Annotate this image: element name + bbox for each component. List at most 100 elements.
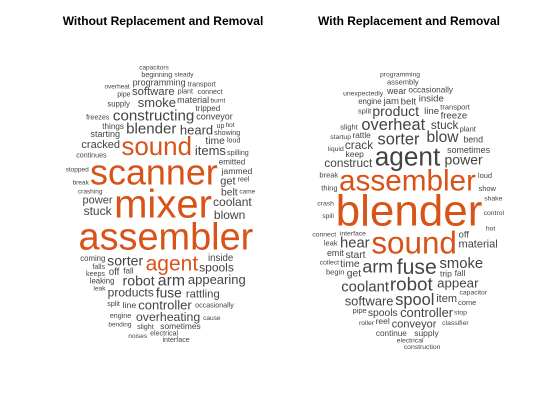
cloud-word-crack: crack bbox=[345, 138, 373, 152]
cloud-word-showing: showing bbox=[214, 129, 240, 137]
cloud-word-freezes: freezes bbox=[86, 114, 110, 122]
cloud-word-capacitor: capacitor bbox=[460, 289, 488, 296]
cloud-word-software: software bbox=[132, 86, 175, 98]
cloud-word-assembler: assembler bbox=[79, 216, 254, 258]
cloud-word-conveyor: conveyor bbox=[392, 319, 437, 331]
cloud-word-constructing: constructing bbox=[113, 107, 194, 124]
cloud-word-electrical: electrical bbox=[150, 330, 178, 338]
cloud-word-product: product bbox=[372, 103, 419, 119]
cloud-word-fall: fall bbox=[455, 268, 466, 278]
cloud-word-construct: construct bbox=[324, 156, 373, 170]
cloud-word-scanner: scanner bbox=[90, 153, 218, 193]
cloud-word-programming: programming bbox=[133, 78, 186, 88]
cloud-word-break: break bbox=[73, 179, 90, 186]
cloud-word-reel: reel bbox=[376, 316, 390, 326]
cloud-word-appearing: appearing bbox=[188, 272, 246, 287]
cloud-word-classifier: classifier bbox=[442, 320, 469, 327]
cloud-word-controller: controller bbox=[400, 305, 454, 320]
cloud-word-hot: hot bbox=[486, 225, 496, 232]
cloud-word-pipe: pipe bbox=[353, 306, 367, 315]
cloud-word-occasionally: occasionally bbox=[195, 301, 234, 309]
cloud-word-fuse: fuse bbox=[156, 285, 182, 300]
cloud-word-crash: crash bbox=[317, 201, 334, 208]
cloud-word-sometimes: sometimes bbox=[447, 145, 490, 155]
cloud-word-leaking: leaking bbox=[90, 276, 115, 285]
cloud-word-overheating: overheating bbox=[136, 310, 200, 324]
cloud-word-agent: agent bbox=[146, 253, 199, 276]
cloud-word-steady: steady bbox=[174, 71, 194, 78]
cloud-word-sorter: sorter bbox=[378, 130, 420, 148]
cloud-word-falls: falls bbox=[92, 263, 105, 271]
cloud-word-thing: thing bbox=[321, 184, 337, 193]
cloud-word-sometimes: sometimes bbox=[160, 321, 201, 331]
cloud-word-time: time bbox=[340, 259, 360, 270]
cloud-word-blender: blender bbox=[126, 120, 176, 137]
cloud-word-line: line bbox=[123, 300, 137, 310]
cloud-word-material: material bbox=[459, 239, 498, 251]
cloud-word-inside: inside bbox=[419, 93, 444, 104]
cloud-word-spools: spools bbox=[199, 260, 234, 274]
cloud-word-item: item bbox=[436, 293, 457, 305]
cloud-word-starting: starting bbox=[91, 129, 121, 139]
cloud-word-start: start bbox=[345, 250, 365, 261]
cloud-word-get: get bbox=[347, 269, 361, 280]
cloud-word-coolant: coolant bbox=[341, 279, 389, 295]
cloud-word-smoke: smoke bbox=[440, 256, 484, 272]
cloud-word-loud: loud bbox=[227, 137, 240, 145]
cloud-word-spool: spool bbox=[395, 291, 434, 309]
cloud-word-loud: loud bbox=[478, 171, 492, 180]
cloud-word-conveyor: conveyor bbox=[196, 112, 233, 122]
cloud-word-products: products bbox=[108, 285, 154, 299]
cloud-word-things: things bbox=[102, 122, 124, 131]
cloud-word-coming: coming bbox=[80, 254, 105, 263]
cloud-word-begin: begin bbox=[326, 267, 344, 276]
cloud-word-pipe: pipe bbox=[117, 91, 130, 99]
cloud-word-spilling: spilling bbox=[227, 149, 249, 157]
cloud-word-programming: programming bbox=[380, 71, 420, 78]
cloud-word-jam: jam bbox=[383, 96, 399, 107]
cloud-word-reel: reel bbox=[238, 176, 250, 184]
cloud-word-time: time bbox=[205, 136, 225, 147]
cloud-word-split: split bbox=[358, 106, 372, 115]
cloud-word-transport: transport bbox=[188, 81, 216, 89]
cloud-word-continue: continue bbox=[376, 329, 407, 338]
cloud-word-beginning: beginning bbox=[141, 71, 172, 79]
cloud-word-hot: hot bbox=[226, 122, 235, 129]
cloud-word-supply: supply bbox=[107, 100, 130, 109]
cloud-word-trip: trip bbox=[440, 268, 452, 278]
cloud-word-off: off bbox=[459, 230, 470, 241]
cloud-word-power: power bbox=[445, 152, 483, 168]
cloud-word-assembler: assembler bbox=[339, 165, 476, 198]
cloud-word-off: off bbox=[109, 267, 120, 278]
cloud-word-connect: connect bbox=[312, 231, 336, 238]
cloud-word-supply: supply bbox=[414, 328, 439, 338]
cloud-word-belt: belt bbox=[221, 188, 238, 199]
cloud-word-keeps: keeps bbox=[86, 270, 105, 278]
cloud-word-engine: engine bbox=[110, 312, 131, 320]
cloud-word-plant: plant bbox=[460, 125, 477, 134]
cloud-word-spools: spools bbox=[368, 308, 398, 319]
cloud-word-leak: leak bbox=[324, 238, 338, 247]
cloud-word-control: control bbox=[484, 210, 505, 217]
cloud-word-capacitors: capacitors bbox=[139, 64, 169, 71]
cloud-word-rattling: rattling bbox=[186, 288, 220, 300]
cloud-word-smoke: smoke bbox=[138, 95, 176, 110]
cloud-word-emitted: emitted bbox=[219, 158, 246, 167]
cloud-word-keep: keep bbox=[345, 149, 364, 159]
cloud-word-heard: heard bbox=[180, 122, 213, 137]
cloud-word-unexpectedly: unexpectedly bbox=[343, 91, 384, 98]
cloud-word-roller: roller bbox=[359, 320, 375, 327]
cloud-word-belt: belt bbox=[401, 96, 417, 107]
cloud-word-stopped: stopped bbox=[66, 167, 90, 174]
cloud-word-leak: leak bbox=[94, 286, 107, 293]
cloud-word-arm: arm bbox=[362, 257, 393, 277]
cloud-word-sound: sound bbox=[371, 226, 457, 261]
cloud-word-continues: continues bbox=[76, 151, 107, 159]
cloud-word-plant: plant bbox=[178, 88, 193, 96]
cloud-word-blender: blender bbox=[336, 187, 483, 236]
cloud-word-mixer: mixer bbox=[114, 183, 212, 227]
cloud-word-break: break bbox=[319, 171, 338, 180]
cloud-word-bending: bending bbox=[108, 321, 132, 328]
cloud-word-up: up bbox=[217, 122, 225, 130]
